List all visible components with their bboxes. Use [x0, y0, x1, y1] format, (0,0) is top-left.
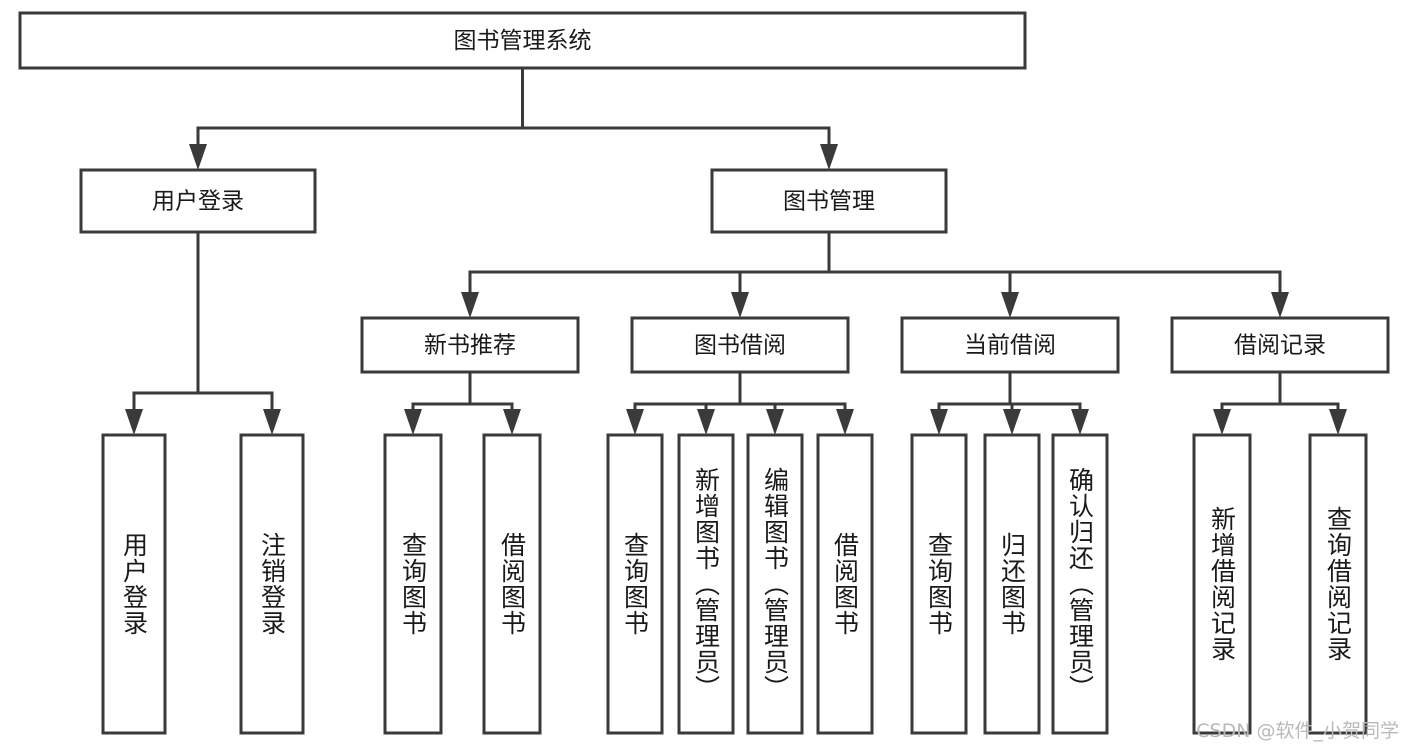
connectors-layer	[125, 66, 1347, 435]
node-box-leaf-edit-book-admin	[746, 433, 804, 735]
node-box-leaf-borrow-book	[816, 433, 874, 735]
node-box-leaf-query-book-recommend	[383, 433, 443, 735]
watermark-text: CSDN @软件_小贺同学	[1196, 720, 1399, 742]
node-box-book-management	[710, 168, 948, 234]
arrowhead-leaf-confirm-return-admin	[1071, 409, 1089, 435]
node-box-root	[18, 11, 1027, 70]
node-box-leaf-user-logout	[239, 433, 305, 735]
arrowhead-leaf-add-borrow-record	[1213, 409, 1231, 435]
node-label-borrow-record: 借阅记录	[1234, 333, 1326, 359]
node-box-leaf-query-borrow-record	[1308, 433, 1368, 735]
arrowhead-user-login	[189, 144, 207, 170]
node-box-book-borrow	[630, 316, 850, 374]
node-label-book-management: 图书管理	[783, 189, 875, 215]
arrowhead-book-management	[820, 144, 838, 170]
node-box-current-borrow	[900, 316, 1120, 374]
arrowhead-current-borrow	[1001, 292, 1019, 318]
node-box-borrow-record	[1170, 316, 1390, 374]
arrowhead-leaf-user-login	[125, 409, 143, 435]
arrowhead-borrow-record	[1271, 292, 1289, 318]
node-box-new-book-recommend	[360, 316, 580, 374]
node-box-leaf-query-book-current	[910, 433, 968, 735]
node-box-leaf-add-borrow-record	[1192, 433, 1252, 735]
arrowhead-leaf-edit-book-admin	[766, 409, 784, 435]
arrowhead-leaf-return-book	[1003, 409, 1021, 435]
node-box-leaf-user-login	[101, 433, 167, 735]
node-box-leaf-add-book-admin	[677, 433, 735, 735]
node-label-new-book-recommend: 新书推荐	[424, 333, 516, 359]
node-label-root: 图书管理系统	[454, 28, 592, 54]
arrowhead-leaf-query-book-recommend	[404, 409, 422, 435]
arrowhead-book-borrow	[731, 292, 749, 318]
arrowhead-leaf-query-book-current	[930, 409, 948, 435]
node-box-leaf-borrow-book-recommend	[482, 433, 542, 735]
node-label-current-borrow: 当前借阅	[964, 333, 1056, 359]
node-box-leaf-query-book-borrow	[606, 433, 664, 735]
arrowhead-leaf-borrow-book-recommend	[503, 409, 521, 435]
arrowhead-new-book-recommend	[461, 292, 479, 318]
node-box-user-login	[79, 168, 317, 234]
node-label-book-borrow: 图书借阅	[694, 333, 786, 359]
arrowhead-leaf-user-logout	[263, 409, 281, 435]
arrowhead-leaf-query-borrow-record	[1329, 409, 1347, 435]
arrowhead-leaf-borrow-book	[836, 409, 854, 435]
node-box-leaf-confirm-return-admin	[1051, 433, 1109, 735]
boxes-layer	[18, 11, 1390, 735]
arrowhead-leaf-query-book-borrow	[626, 409, 644, 435]
node-box-leaf-return-book	[983, 433, 1041, 735]
arrowhead-leaf-add-book-admin	[697, 409, 715, 435]
node-label-user-login: 用户登录	[152, 189, 244, 215]
